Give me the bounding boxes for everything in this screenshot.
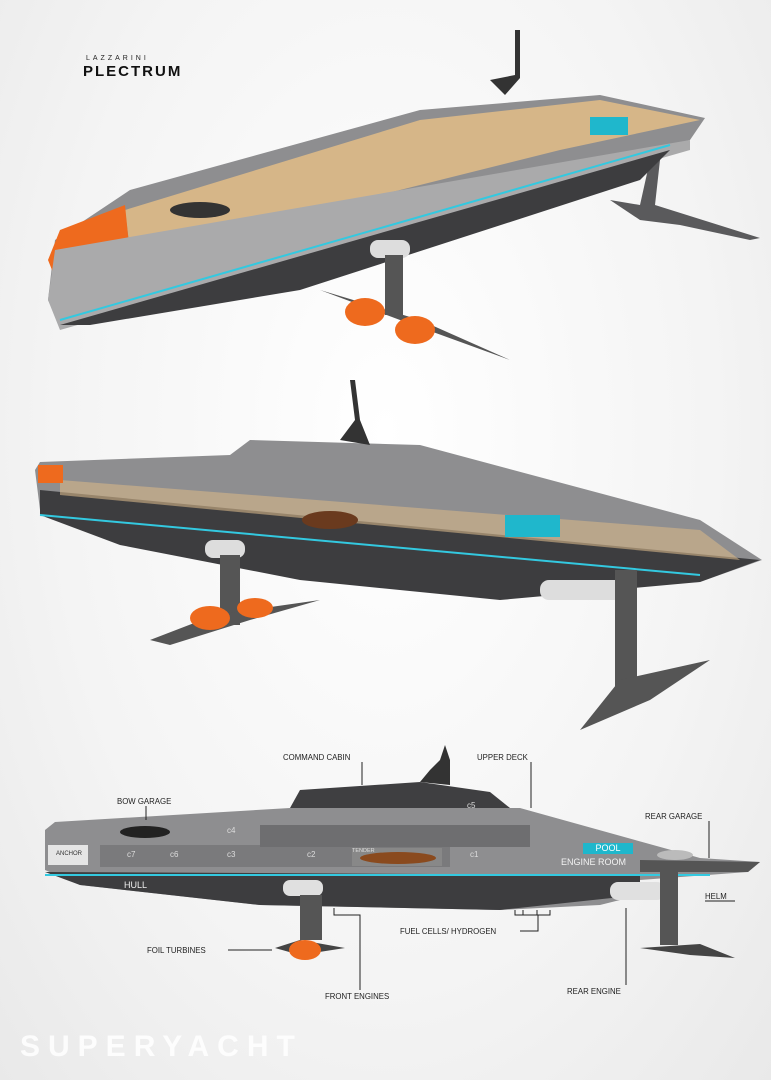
label-hull: HULL <box>124 880 148 890</box>
label-c2: c2 <box>307 850 316 859</box>
label-c7: c7 <box>127 850 136 859</box>
label-rear-engine: REAR ENGINE <box>567 986 621 996</box>
label-anchor: ANCHOR <box>56 851 83 857</box>
label-command-cabin: COMMAND CABIN <box>283 752 351 762</box>
watermark: SUPERYACHT <box>20 1030 303 1063</box>
label-c5: c5 <box>467 801 476 810</box>
label-upper-deck: UPPER DECK <box>477 752 528 762</box>
yacht-perspective-middle <box>35 380 762 730</box>
label-tender: TENDER <box>352 848 375 854</box>
label-c3: c3 <box>227 850 236 859</box>
logo-brand: LAZZARINI <box>86 55 149 62</box>
label-front-engines: FRONT ENGINES <box>325 991 390 1001</box>
label-c6: c6 <box>170 850 179 859</box>
label-pool: POOL <box>583 843 633 854</box>
label-foil-turbines: FOIL TURBINES <box>147 945 206 955</box>
yacht-perspective-top <box>48 30 760 360</box>
label-c4: c4 <box>227 826 236 835</box>
label-rear-garage: REAR GARAGE <box>645 811 703 821</box>
label-c1: c1 <box>470 850 479 859</box>
label-engine-room: ENGINE ROOM <box>561 857 627 867</box>
yacht-section-side <box>45 745 760 990</box>
label-bow-garage: BOW GARAGE <box>117 796 172 806</box>
label-helm: HELM <box>705 891 727 901</box>
label-fuel-cells: FUEL CELLS/ HYDROGEN <box>400 926 497 936</box>
logo-model: PLECTRUM <box>83 63 183 80</box>
